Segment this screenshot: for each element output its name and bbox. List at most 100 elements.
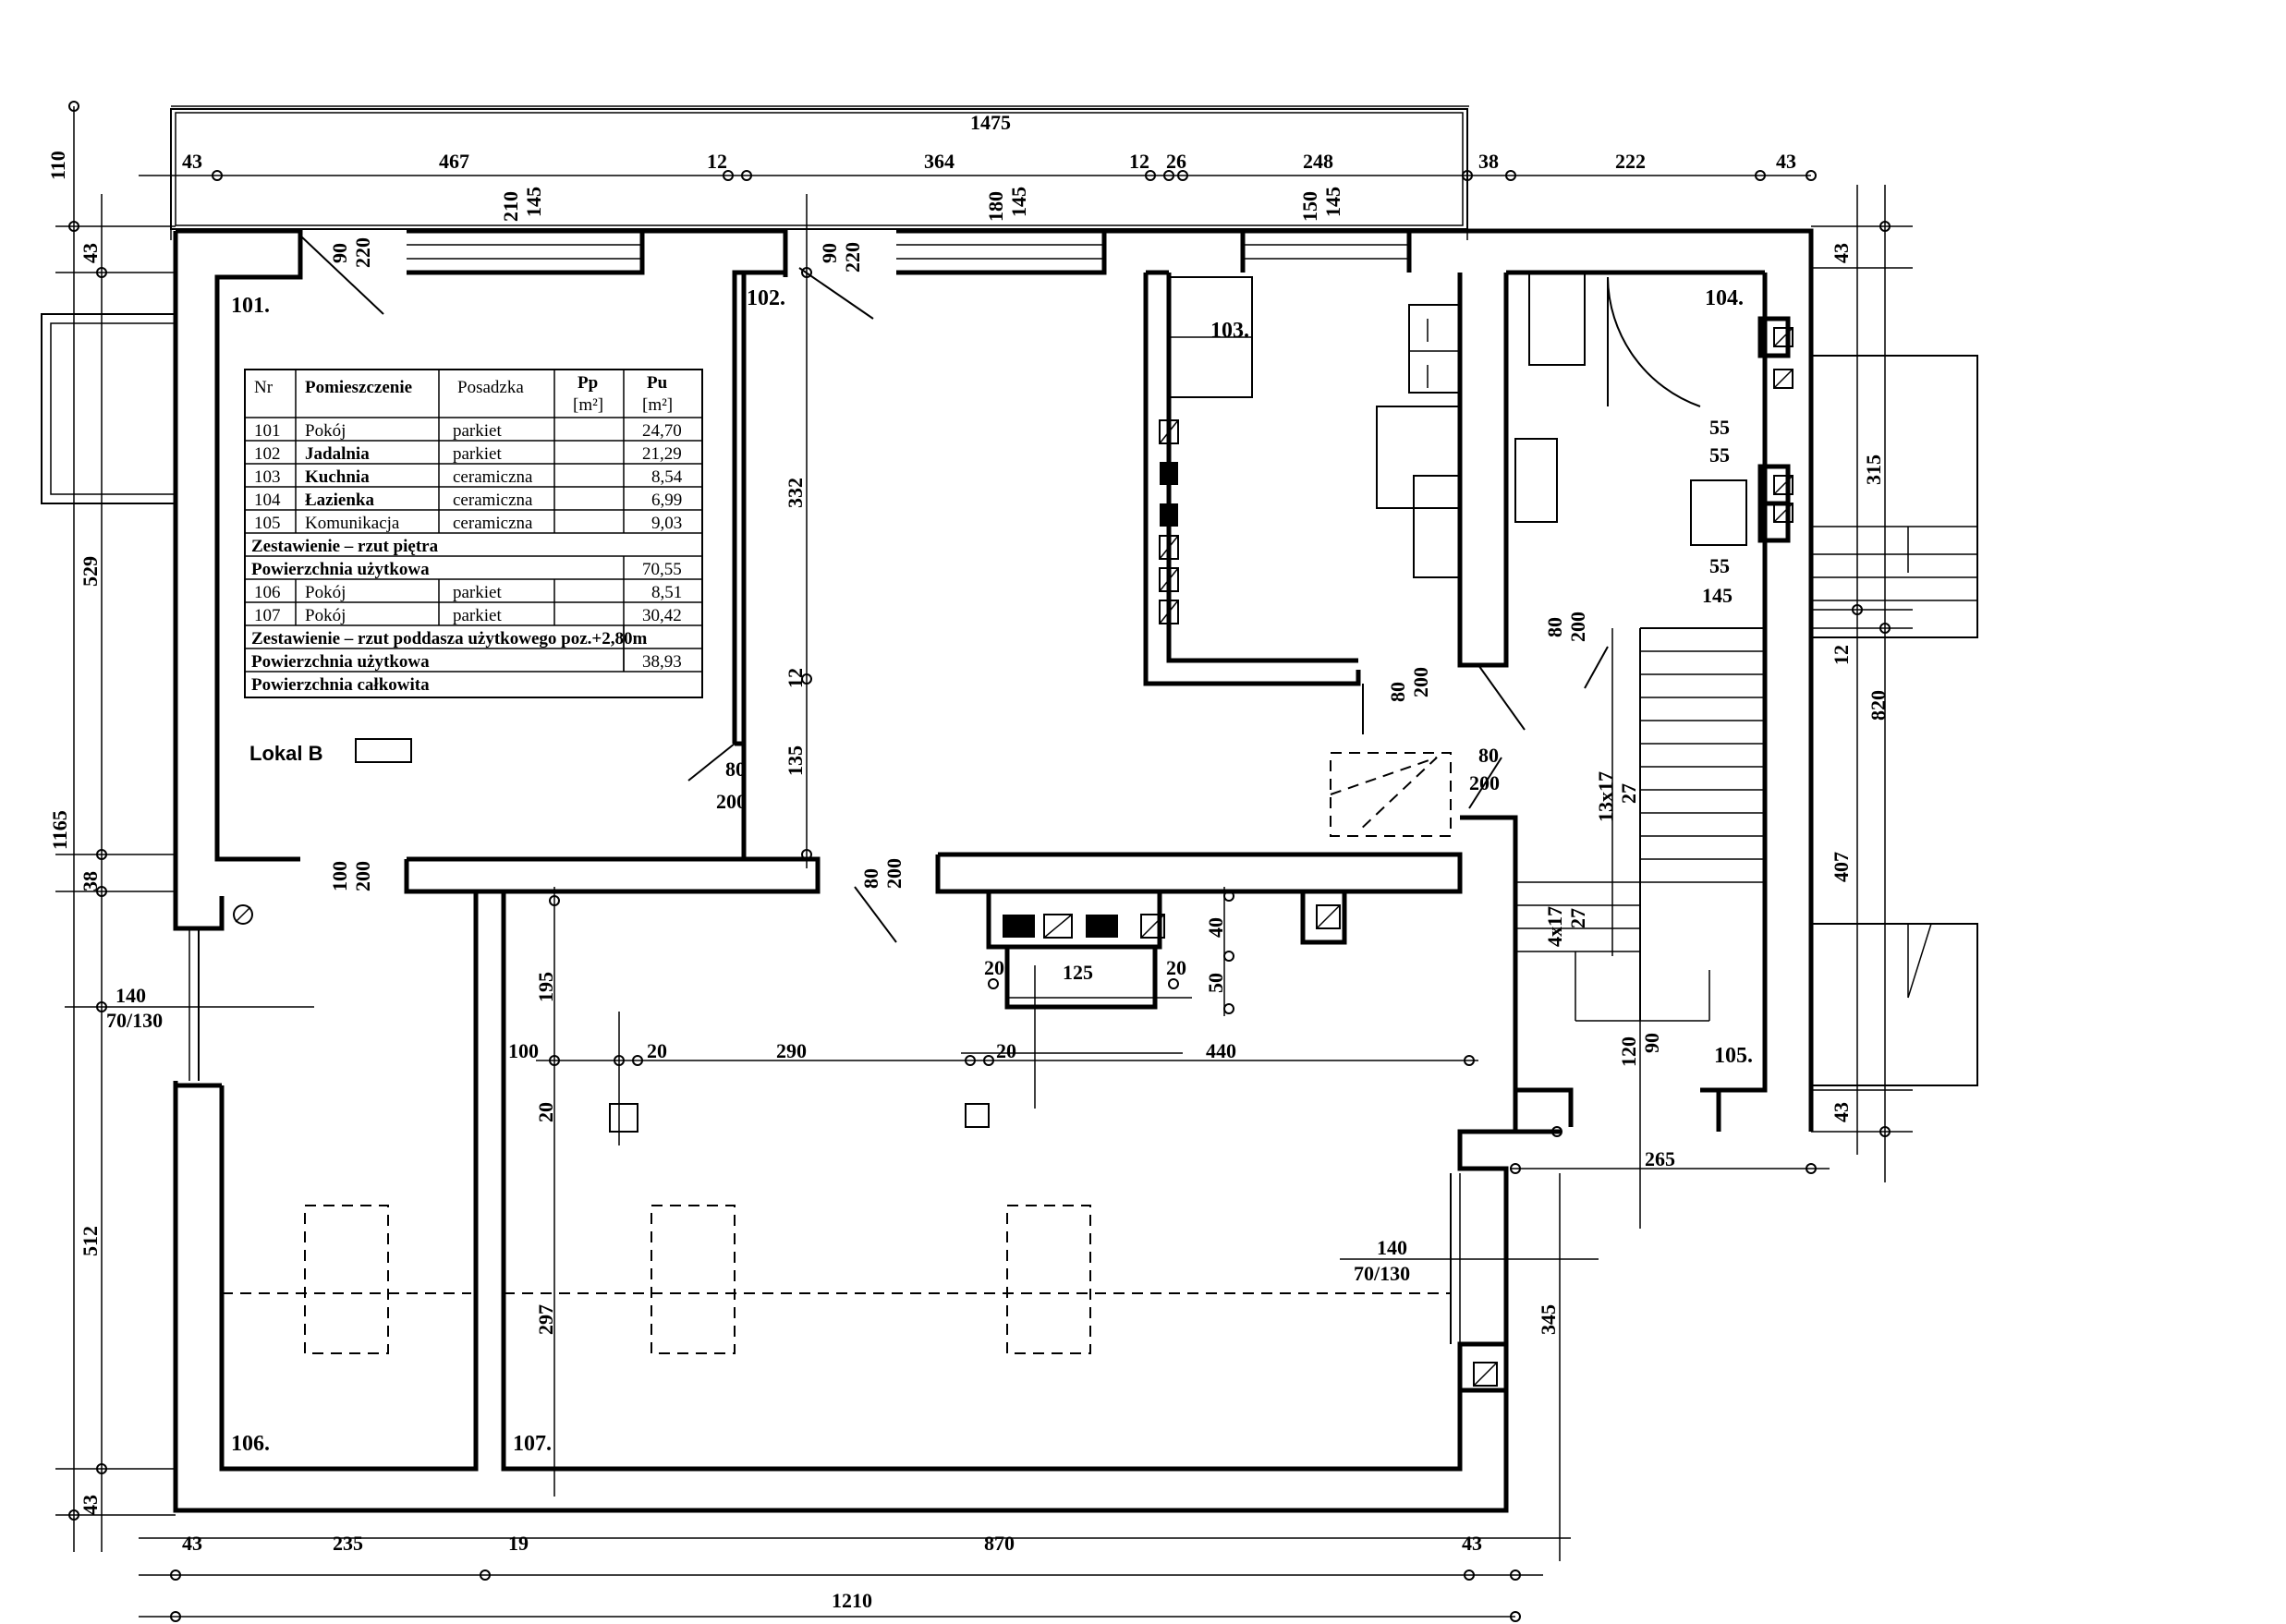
th-pu: Pu — [647, 373, 668, 393]
dim-label: 70/130 — [106, 1009, 163, 1032]
dim-label: 20 — [996, 1039, 1016, 1062]
dim-label: 1165 — [48, 810, 71, 850]
dim-label: 200 — [1469, 771, 1500, 794]
room-103-label: 103. — [1210, 319, 1249, 343]
dim-label: 4x17 — [1543, 906, 1566, 947]
room-101-label: 101. — [231, 294, 270, 318]
cell-nr: 102 — [254, 444, 281, 464]
usable-attic-value: 38,93 — [642, 652, 682, 672]
cell-room: Pokój — [305, 421, 346, 441]
th-nr: Nr — [254, 378, 274, 397]
dim-label: 200 — [716, 790, 747, 813]
dim-label: 290 — [776, 1039, 807, 1062]
dim-label: 120 — [1617, 1036, 1640, 1067]
cell-nr: 104 — [254, 491, 281, 510]
cell-room: Pokój — [305, 583, 346, 602]
lokal-label: Lokal B — [249, 742, 322, 765]
usable-floor-label: Powierzchnia użytkowa — [251, 560, 430, 579]
dim-label: 364 — [924, 150, 955, 173]
dimension-ticks — [68, 101, 1891, 1622]
dim-label: 110 — [46, 151, 69, 180]
room-107-label: 107. — [513, 1432, 552, 1456]
dim-label: 43 — [79, 243, 102, 263]
cell-pu: 21,29 — [642, 444, 682, 464]
th-pu-unit: [m²] — [642, 395, 673, 415]
dim-label: 43 — [1462, 1532, 1482, 1555]
dim-label: 80 — [859, 868, 882, 889]
dim-label: 145 — [1321, 187, 1344, 217]
dim-label: 38 — [1478, 150, 1499, 173]
dim-label: 80 — [725, 757, 746, 781]
dim-label: 43 — [1776, 150, 1796, 173]
dim-label: 180 — [984, 191, 1007, 222]
room-105-label: 105. — [1714, 1044, 1753, 1068]
cell-floor: parkiet — [453, 444, 502, 464]
cell-nr: 107 — [254, 606, 281, 625]
usable-attic-label: Powierzchnia użytkowa — [251, 652, 430, 672]
dim-label: 80 — [1386, 682, 1409, 702]
dim-label: 135 — [784, 745, 807, 776]
dim-label: 90 — [818, 243, 841, 263]
cell-room: Komunikacja — [305, 514, 400, 533]
cell-nr: 103 — [254, 467, 281, 487]
dim-label: 1210 — [832, 1589, 872, 1612]
dim-label: 26 — [1166, 150, 1186, 173]
dim-label: 40 — [1204, 917, 1227, 938]
dim-label: 248 — [1303, 150, 1333, 173]
cell-floor: ceramiczna — [453, 491, 533, 510]
dim-label: 332 — [784, 478, 807, 508]
dim-label: 315 — [1862, 454, 1885, 485]
dim-label: 140 — [1377, 1236, 1407, 1259]
dim-label: 145 — [1702, 584, 1733, 607]
cell-pu: 24,70 — [642, 421, 682, 441]
dim-label: 43 — [182, 150, 202, 173]
dim-label: 43 — [1830, 243, 1853, 263]
dim-label: 27 — [1566, 908, 1589, 928]
dim-label: 13x17 — [1594, 771, 1617, 822]
dim-label: 55 — [1709, 416, 1730, 439]
dim-label: 90 — [1640, 1033, 1663, 1053]
dim-label: 43 — [79, 1495, 102, 1515]
dim-label: 870 — [984, 1532, 1015, 1555]
dim-label: 38 — [79, 871, 102, 891]
external-stairs — [1811, 355, 1978, 1086]
th-pp-unit: [m²] — [573, 395, 603, 415]
dim-label: 12 — [1830, 645, 1853, 665]
dim-label: 440 — [1206, 1039, 1236, 1062]
dim-label: 512 — [79, 1226, 102, 1256]
lokal-swatch — [355, 738, 412, 763]
dim-label: 100 — [328, 861, 351, 891]
dim-label: 222 — [1615, 150, 1646, 173]
room-102-label: 102. — [747, 286, 785, 310]
dim-label: 200 — [1409, 667, 1432, 697]
dim-label: 20 — [1166, 956, 1186, 979]
dim-label: 145 — [1007, 187, 1030, 217]
dim-label: 210 — [499, 191, 522, 222]
interior-stairs — [1515, 627, 1765, 1229]
th-floor: Posadzka — [457, 378, 524, 397]
summary-attic: Zestawienie – rzut poddasza użytkowego p… — [251, 629, 647, 648]
cell-pu: 9,03 — [651, 514, 682, 533]
fixtures — [188, 244, 1794, 1387]
dim-label: 43 — [182, 1532, 202, 1555]
th-pp: Pp — [578, 373, 598, 393]
dim-label: 20 — [534, 1102, 557, 1122]
dim-label: 100 — [508, 1039, 539, 1062]
cell-floor: ceramiczna — [453, 514, 533, 533]
dim-label: 90 — [328, 243, 351, 263]
balcony-left — [41, 313, 176, 504]
usable-floor-value: 70,55 — [642, 560, 682, 579]
cell-pu: 6,99 — [651, 491, 682, 510]
room-106-label: 106. — [231, 1432, 270, 1456]
dimension-lines — [55, 105, 1913, 1618]
door-swings — [299, 235, 1701, 943]
dim-label: 20 — [984, 956, 1004, 979]
dim-label: 220 — [351, 237, 374, 268]
total-label: Powierzchnia całkowita — [251, 675, 430, 695]
cell-room: Kuchnia — [305, 467, 370, 487]
summary-floor: Zestawienie – rzut piętra — [251, 537, 439, 556]
dim-label: 265 — [1645, 1147, 1675, 1170]
cell-floor: parkiet — [453, 583, 502, 602]
dim-label: 345 — [1537, 1304, 1560, 1335]
dim-label: 55 — [1709, 443, 1730, 467]
